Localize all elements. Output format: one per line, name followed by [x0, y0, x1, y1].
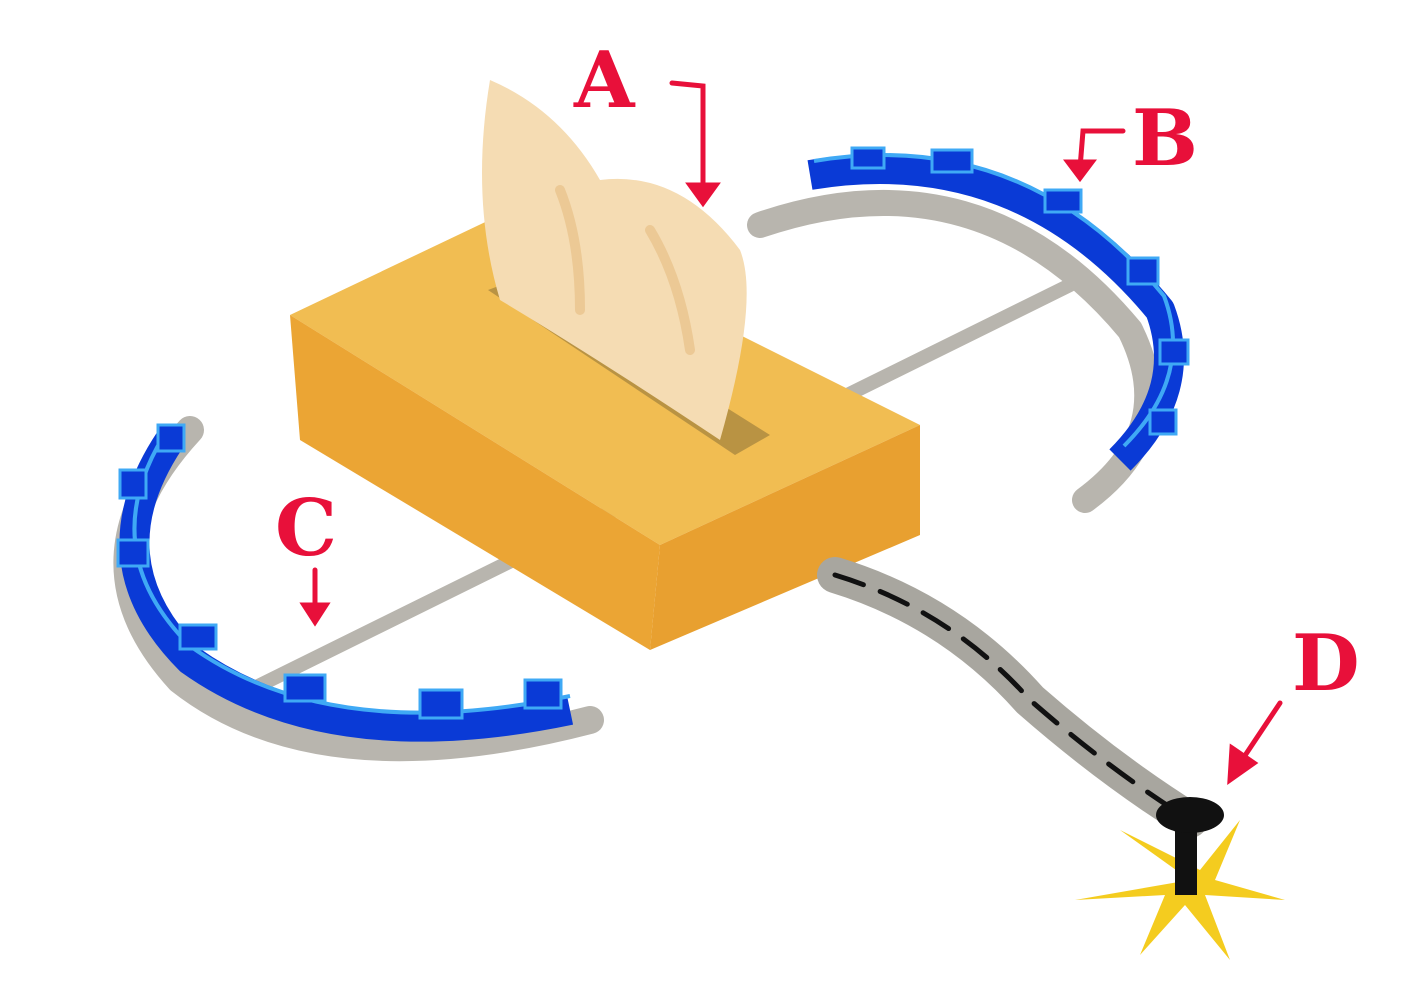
label-b: B — [1132, 93, 1198, 184]
label-c: C — [275, 483, 338, 574]
label-d: D — [1292, 618, 1360, 709]
nail — [1075, 797, 1285, 960]
tissue — [482, 80, 747, 440]
chain — [817, 557, 1208, 838]
label-arrows — [299, 80, 1283, 786]
rail-b — [747, 146, 1190, 513]
label-a: A — [574, 35, 635, 126]
rail-c — [113, 416, 604, 762]
